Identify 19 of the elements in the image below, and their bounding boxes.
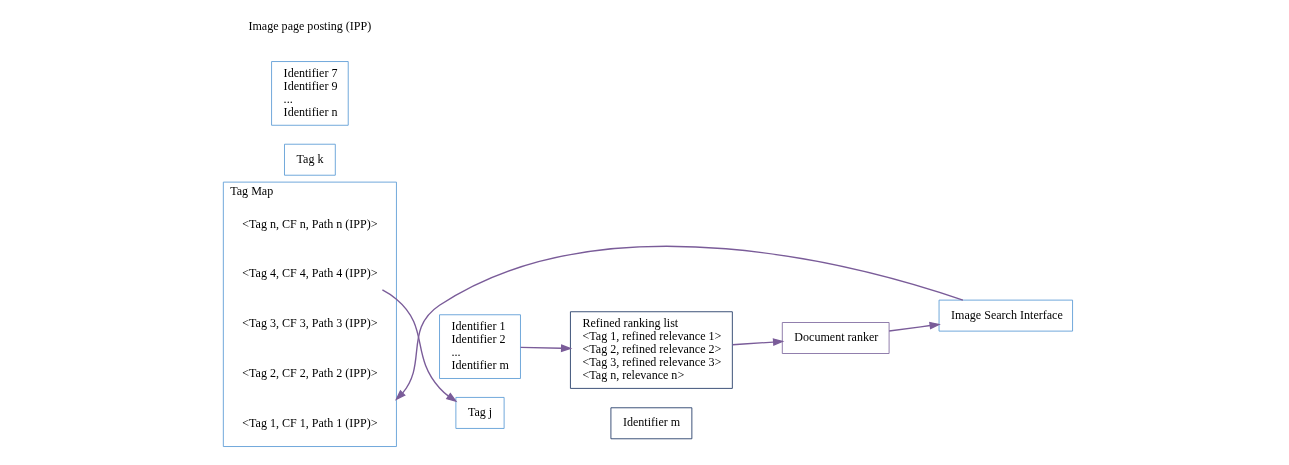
arrow (731, 338, 785, 347)
arrow (381, 289, 458, 403)
arrow (888, 321, 941, 332)
node-text: <Tag 3, CF 3, Path 3 (IPP)> (242, 316, 378, 331)
arrow (519, 344, 573, 353)
node-box: Identifier 1 Identifier 2 ... Identifier m (439, 314, 521, 379)
node-box: Refined ranking list <Tag 1, refined relevance 1> <Tag 2, refined relevance 2> <Tag 3, refined relevance 3> <Tag n, relevance n> (570, 311, 733, 389)
node-box: Identifier m (610, 407, 693, 440)
node-text: <Tag 2, CF 2, Path 2 (IPP)> (242, 366, 378, 381)
label: Image page posting (IPP) (248, 19, 372, 34)
node-box: Tag j (455, 397, 505, 429)
node-box: Identifier 7 Identifier 9 ... Identifier n (271, 61, 349, 126)
node-text: <Tag n, CF n, Path n (IPP)> (242, 216, 378, 231)
node-box: Tag k (284, 143, 336, 176)
node-box: Document ranker (781, 322, 890, 354)
node-text: <Tag 1, CF 1, Path 1 (IPP)> (242, 416, 378, 431)
node-text: <Tag 4, CF 4, Path 4 (IPP)> (242, 266, 378, 281)
arrow (394, 245, 964, 401)
node-box: Image Search Interface (938, 299, 1073, 332)
